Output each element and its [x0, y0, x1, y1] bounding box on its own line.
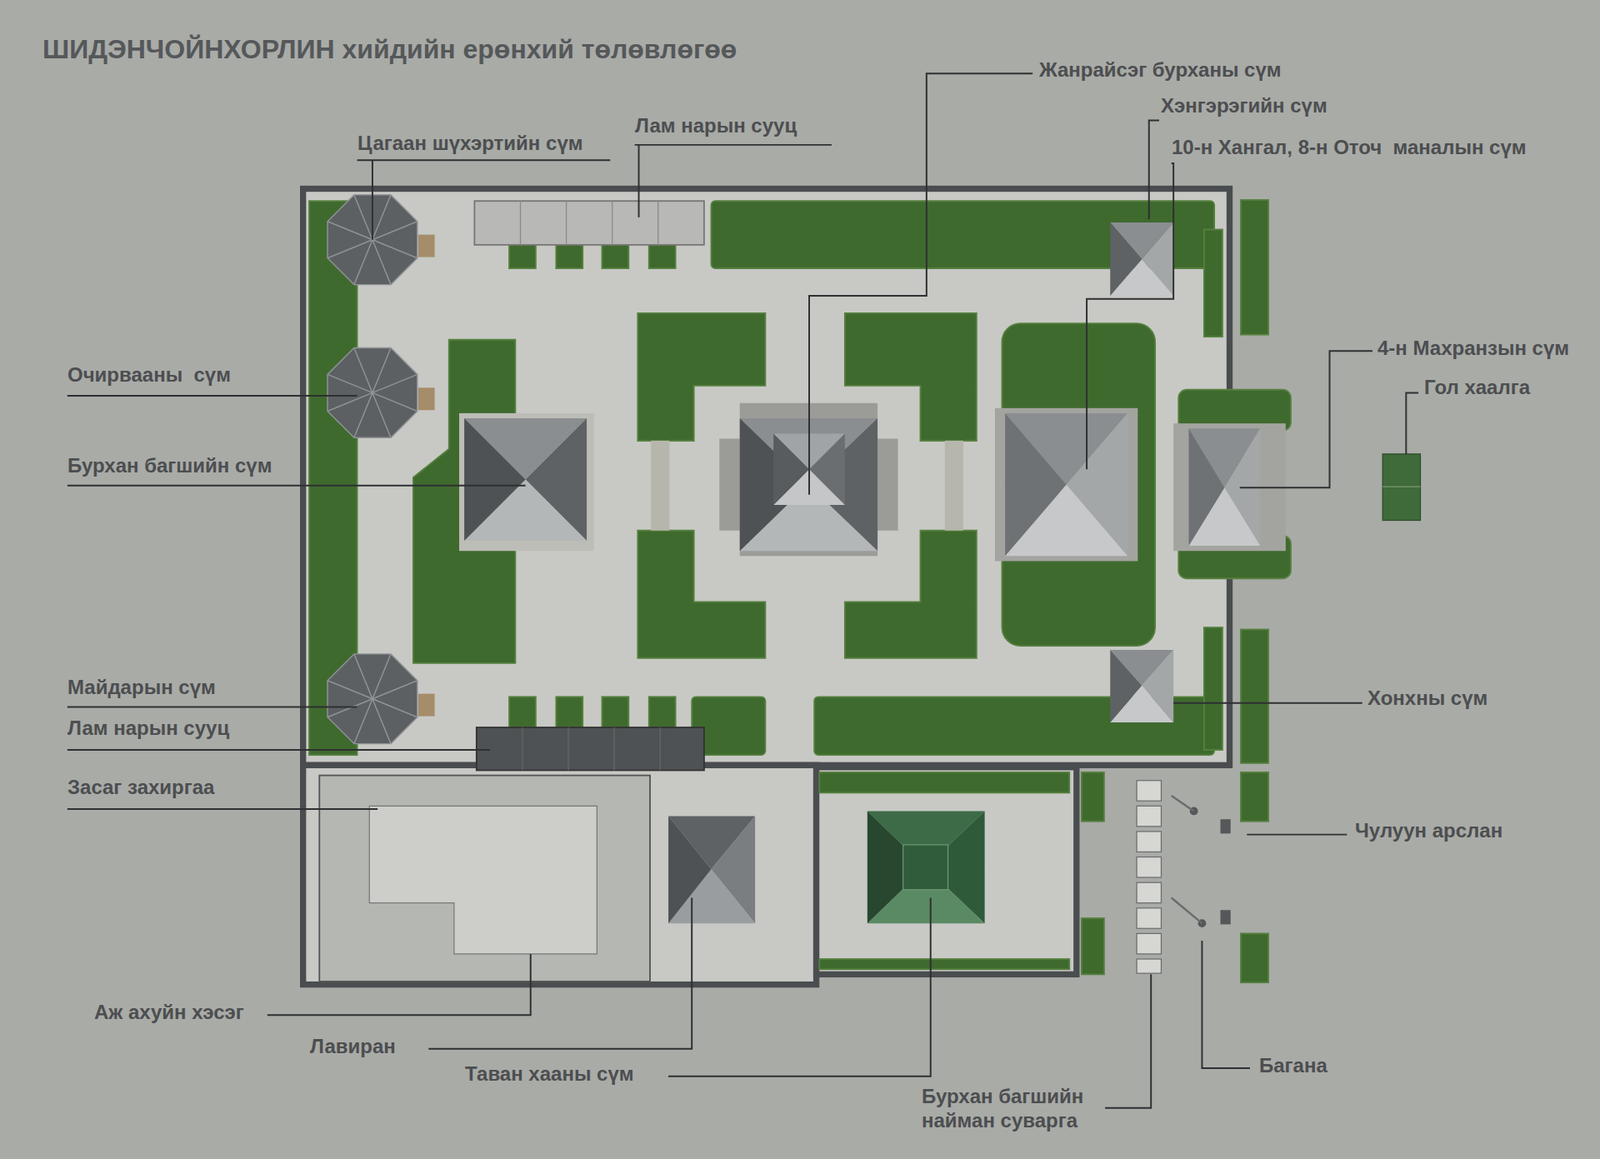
building-label: 4-н Махранзын сүм: [1377, 336, 1570, 361]
building-label: Лам нарын сууц: [635, 114, 797, 139]
building-label: Гол хаалга: [1424, 375, 1530, 400]
building-label: Жанрайсэг бурханы сүм: [1039, 58, 1282, 83]
building-label: Хонхны сүм: [1367, 686, 1488, 711]
building-label: Багана: [1259, 1054, 1328, 1079]
building-label: Аж ахуйн хэсэг: [94, 1000, 245, 1025]
building-label: Чулуун арслан: [1355, 819, 1503, 844]
building-label: Бурхан багшийн сүм: [67, 454, 272, 479]
building-label: Лавиран: [310, 1035, 396, 1060]
building-label: Лам нарын сууц: [67, 716, 230, 741]
building-label: Хэнгэрэгийн сүм: [1160, 94, 1328, 119]
building-label: Засаг захиргаа: [67, 775, 215, 800]
building-label: Очирвааны сүм: [67, 363, 231, 388]
building-label: Цагаан шүхэртийн сүм: [357, 131, 583, 156]
building-label: 10-н Хангал, 8-н Оточ маналын сүм: [1171, 135, 1527, 160]
building-label: Бурхан багшийн найман суварга: [921, 1085, 1100, 1134]
building-label: Таван хааны сүм: [465, 1062, 635, 1087]
plan-title: ШИДЭНЧОЙНХОРЛИН хийдийн ерөнхий төлөвлөг…: [42, 33, 737, 65]
building-label: Майдарын сүм: [67, 675, 216, 700]
